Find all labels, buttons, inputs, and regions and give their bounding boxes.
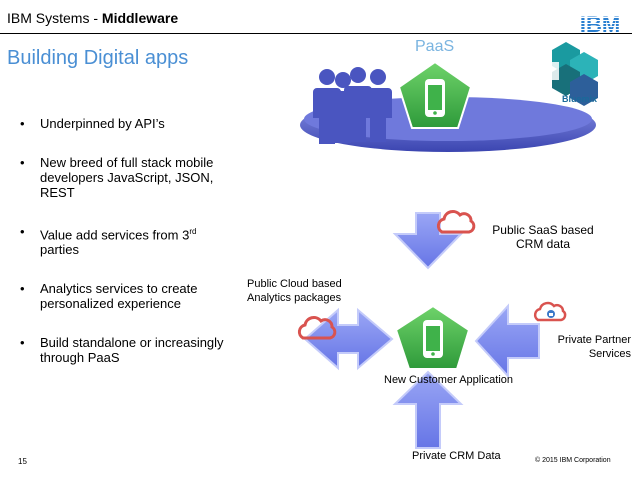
header-bold: Middleware: [101, 10, 179, 26]
bullet-list: Underpinned by API’s New breed of full s…: [18, 116, 233, 389]
arrow-double: [303, 307, 394, 371]
public-cloud-label: Public Cloud based Analytics packages: [247, 278, 342, 304]
private-crm-label: Private CRM Data: [412, 450, 501, 462]
cloud-icon: [436, 210, 476, 234]
header: IBM Systems - Middleware: [7, 10, 178, 26]
bullet-item: Build standalone or increasingly through…: [18, 335, 233, 365]
arrow-up: [392, 370, 464, 449]
new-customer-label: New Customer Application: [384, 374, 514, 386]
paas-app-pentagon: [397, 60, 473, 129]
copyright: © 2015 IBM Corporation: [535, 457, 611, 464]
header-prefix: IBM Systems -: [7, 10, 102, 26]
page-number: 15: [18, 457, 27, 466]
bluemix-logo: Bluemix: [545, 42, 598, 106]
cloud-icon: [297, 316, 337, 340]
bullet-item: Underpinned by API’s: [18, 116, 233, 131]
bullet-item: Value add services from 3rd parties: [18, 224, 233, 257]
bullet-item: Analytics services to create personalize…: [18, 281, 233, 311]
ibm-logo-text: IBM: [580, 12, 620, 34]
header-divider: [0, 33, 632, 34]
ibm-logo: IBM: [580, 12, 620, 34]
public-saas-label: Public SaaS based CRM data: [492, 223, 594, 251]
private-partner-label: Private Partner Services: [557, 334, 631, 360]
paas-label: PaaS: [415, 38, 455, 55]
people-icon: [313, 67, 392, 144]
arrow-left: [474, 303, 540, 379]
cloud-lock-icon: [533, 301, 567, 322]
page-title: Building Digital apps: [7, 47, 189, 69]
bluemix-label: Bluemix: [562, 94, 597, 104]
arrow-down: [392, 212, 464, 270]
customer-app-pentagon: [394, 304, 471, 370]
bullet-item: New breed of full stack mobile developer…: [18, 155, 233, 200]
